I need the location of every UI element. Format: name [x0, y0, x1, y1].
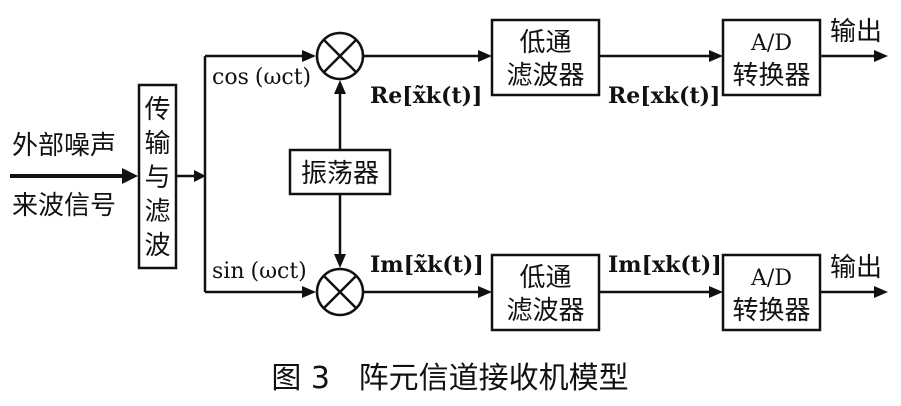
filter-output-arrowhead	[194, 170, 206, 182]
top-lpf-label-line2: 滤波器	[506, 61, 584, 91]
oscillator-label: 振荡器	[301, 159, 379, 189]
bottom-adc-label-line2: 转换器	[732, 296, 810, 326]
transmission-filter-char-1: 传	[144, 95, 170, 125]
bottom-lpf-label-line1: 低通	[519, 263, 571, 293]
bottom-mixer	[315, 267, 365, 317]
transmission-filter-char-5: 波	[144, 231, 170, 261]
bottom-lpf-label-line2: 滤波器	[506, 296, 584, 326]
top-adc-label-line2: 转换器	[732, 61, 810, 91]
transmission-filter-char-2: 输	[144, 129, 170, 159]
oscillator-top-arrowhead	[334, 80, 346, 94]
bottom-output-label: 输出	[830, 253, 882, 283]
bottom-carrier-label: sin(ωct)	[212, 259, 307, 284]
bottom-lpf-output-arrowhead	[709, 286, 723, 298]
input-arrowhead	[122, 168, 138, 184]
oscillator-bottom-arrowhead	[334, 254, 346, 268]
top-carrier-arrowhead	[302, 50, 316, 62]
bottom-mixer-output-arrowhead	[478, 286, 492, 298]
top-carrier-label: cos(ωct)	[212, 65, 311, 90]
top-lpf-label-line1: 低通	[519, 28, 571, 58]
bottom-adc-label-line1: A/D	[750, 266, 792, 291]
top-mixer-output-label: Re[x̃k(t)]	[370, 83, 482, 109]
top-output-label: 输出	[830, 17, 882, 47]
top-output-arrowhead	[874, 50, 888, 62]
bottom-output-arrowhead	[874, 286, 888, 298]
input-label-line2: 来波信号	[12, 191, 116, 221]
top-mixer	[315, 31, 365, 81]
top-lpf-box	[490, 18, 601, 97]
bottom-mixer-output-label: Im[x̃k(t)]	[370, 252, 484, 278]
transmission-filter-char-3: 与	[144, 163, 170, 193]
top-mixer-output-arrowhead	[478, 50, 492, 62]
top-adc-box	[721, 18, 822, 97]
top-adc-label-line1: A/D	[750, 31, 792, 56]
figure-caption: 图 3 阵元信道接收机模型	[271, 361, 628, 396]
bottom-lpf-output-label: Im[xk(t)]	[608, 252, 722, 278]
top-lpf-output-arrowhead	[709, 50, 723, 62]
transmission-filter-char-4: 滤	[144, 197, 170, 227]
top-lpf-output-label: Re[xk(t)]	[608, 83, 720, 109]
bottom-carrier-arrowhead	[302, 286, 316, 298]
input-label-line1: 外部噪声	[12, 131, 116, 161]
